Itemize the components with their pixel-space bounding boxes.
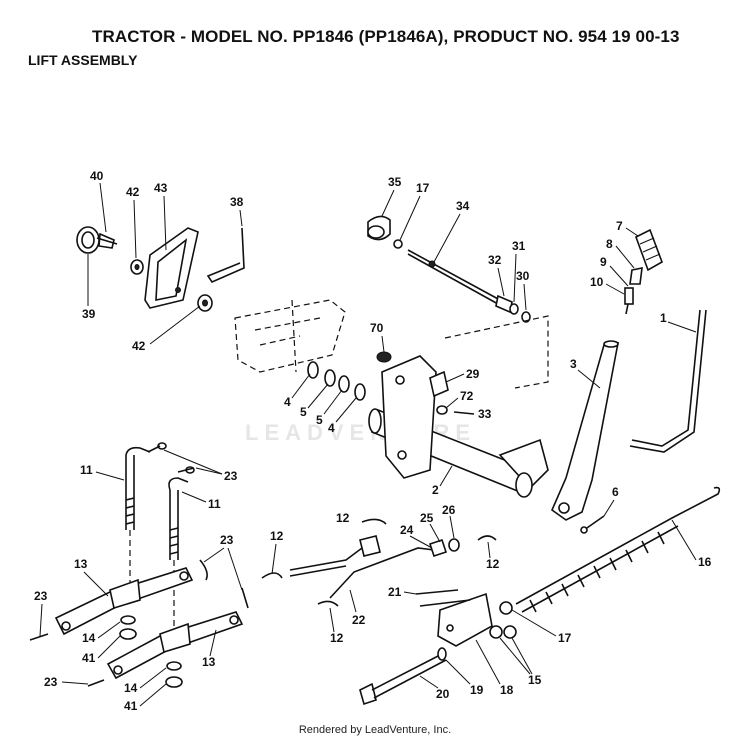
callout-11: 11 bbox=[80, 463, 93, 477]
callout-17: 17 bbox=[416, 181, 430, 195]
callout-23d: 23 bbox=[44, 675, 58, 689]
part-washer-42b bbox=[197, 294, 213, 312]
callout-13: 13 bbox=[74, 557, 88, 571]
section-subtitle: LIFT ASSEMBLY bbox=[28, 52, 138, 68]
callout-32: 32 bbox=[488, 253, 502, 267]
callout-43: 43 bbox=[154, 181, 168, 195]
callout-12d: 12 bbox=[330, 631, 344, 645]
callout-9: 9 bbox=[600, 255, 607, 269]
callout-23: 23 bbox=[224, 469, 238, 483]
footer-credit: Rendered by LeadVenture, Inc. bbox=[298, 724, 452, 736]
callout-12b: 12 bbox=[486, 557, 500, 571]
dashed-link bbox=[444, 315, 549, 389]
callout-72: 72 bbox=[460, 389, 474, 403]
callout-24: 24 bbox=[400, 523, 414, 537]
callout-8: 8 bbox=[606, 237, 613, 251]
callout-21: 21 bbox=[388, 585, 402, 599]
callout-26: 26 bbox=[442, 503, 456, 517]
part-washer-31 bbox=[509, 303, 519, 315]
part-nut-72 bbox=[436, 405, 448, 415]
page-title: TRACTOR - MODEL NO. PP1846 (PP1846A), PR… bbox=[92, 27, 680, 46]
part-lift-lever-1 bbox=[629, 309, 707, 453]
callout-6: 6 bbox=[612, 485, 619, 499]
callout-12c: 12 bbox=[270, 529, 284, 543]
callout-19: 19 bbox=[470, 683, 484, 697]
part-ferrule-8-9-10 bbox=[624, 266, 643, 315]
part-knob-35 bbox=[367, 215, 391, 241]
callout-14b: 14 bbox=[124, 681, 138, 695]
part-nut-30 bbox=[521, 311, 531, 323]
callout-70: 70 bbox=[370, 321, 384, 335]
callout-38: 38 bbox=[230, 195, 244, 209]
callout-22: 22 bbox=[352, 613, 366, 627]
part-clip-38 bbox=[206, 227, 245, 284]
part-jbolt-11a bbox=[125, 446, 151, 530]
part-washers-14-41 bbox=[119, 615, 183, 688]
part-lift-link-13b bbox=[106, 611, 244, 680]
part-washers-4-5 bbox=[307, 361, 366, 401]
callout-1: 1 bbox=[660, 311, 667, 325]
callout-17b: 17 bbox=[558, 631, 572, 645]
part-clips-12 bbox=[261, 518, 497, 607]
callout-5: 5 bbox=[300, 405, 307, 419]
part-bracket-18 bbox=[437, 592, 493, 647]
part-grip-7 bbox=[635, 228, 663, 272]
callout-7: 7 bbox=[616, 219, 623, 233]
callout-15: 15 bbox=[528, 673, 542, 687]
callout-4: 4 bbox=[284, 395, 291, 409]
callout-41: 41 bbox=[82, 651, 96, 665]
callout-23b: 23 bbox=[220, 533, 234, 547]
part-bolt-34 bbox=[407, 249, 501, 305]
callout-11b: 11 bbox=[208, 497, 221, 511]
callout-3: 3 bbox=[570, 357, 577, 371]
part-cotter-pins-23 bbox=[147, 442, 195, 474]
callout-12: 12 bbox=[336, 511, 350, 525]
callout-4b: 4 bbox=[328, 421, 335, 435]
callout-40: 40 bbox=[90, 169, 104, 183]
part-bracket-43 bbox=[144, 227, 199, 309]
part-spring-16 bbox=[515, 486, 721, 613]
part-cotters-23-lower bbox=[29, 559, 249, 687]
callout-23c: 23 bbox=[34, 589, 48, 603]
callout-18: 18 bbox=[500, 683, 514, 697]
part-knob-39 bbox=[76, 226, 118, 254]
callout-29: 29 bbox=[466, 367, 480, 381]
part-jbolt-11b bbox=[168, 477, 189, 560]
callout-14: 14 bbox=[82, 631, 96, 645]
callout-34: 34 bbox=[456, 199, 470, 213]
callout-16: 16 bbox=[698, 555, 712, 569]
callout-5b: 5 bbox=[316, 413, 323, 427]
part-washer-17a bbox=[393, 239, 403, 249]
callout-31: 31 bbox=[512, 239, 526, 253]
part-bolt-20 bbox=[359, 653, 447, 706]
part-lift-shaft-2 bbox=[368, 355, 549, 498]
callout-30: 30 bbox=[516, 269, 530, 283]
part-bolts-21 bbox=[415, 589, 471, 607]
callout-25: 25 bbox=[420, 511, 434, 525]
callout-2: 2 bbox=[432, 483, 439, 497]
callout-41b: 41 bbox=[124, 699, 138, 713]
callout-42: 42 bbox=[126, 185, 140, 199]
callout-10: 10 bbox=[590, 275, 604, 289]
part-lift-link-13a bbox=[54, 567, 194, 636]
callout-35: 35 bbox=[388, 175, 402, 189]
callout-20: 20 bbox=[436, 687, 450, 701]
part-washer-42a bbox=[130, 259, 144, 275]
callout-39: 39 bbox=[82, 307, 96, 321]
part-clevis-24-25-26 bbox=[359, 535, 460, 558]
part-lever-tube-3 bbox=[551, 340, 619, 521]
callout-42b: 42 bbox=[132, 339, 146, 353]
callout-13b: 13 bbox=[202, 655, 216, 669]
part-pin-33 bbox=[453, 411, 475, 415]
part-block-29 bbox=[429, 370, 449, 398]
part-screw-6 bbox=[580, 515, 605, 534]
frame-dashed-outline bbox=[234, 299, 346, 373]
part-nuts-15-17-19 bbox=[437, 601, 517, 661]
callout-33: 33 bbox=[478, 407, 492, 421]
